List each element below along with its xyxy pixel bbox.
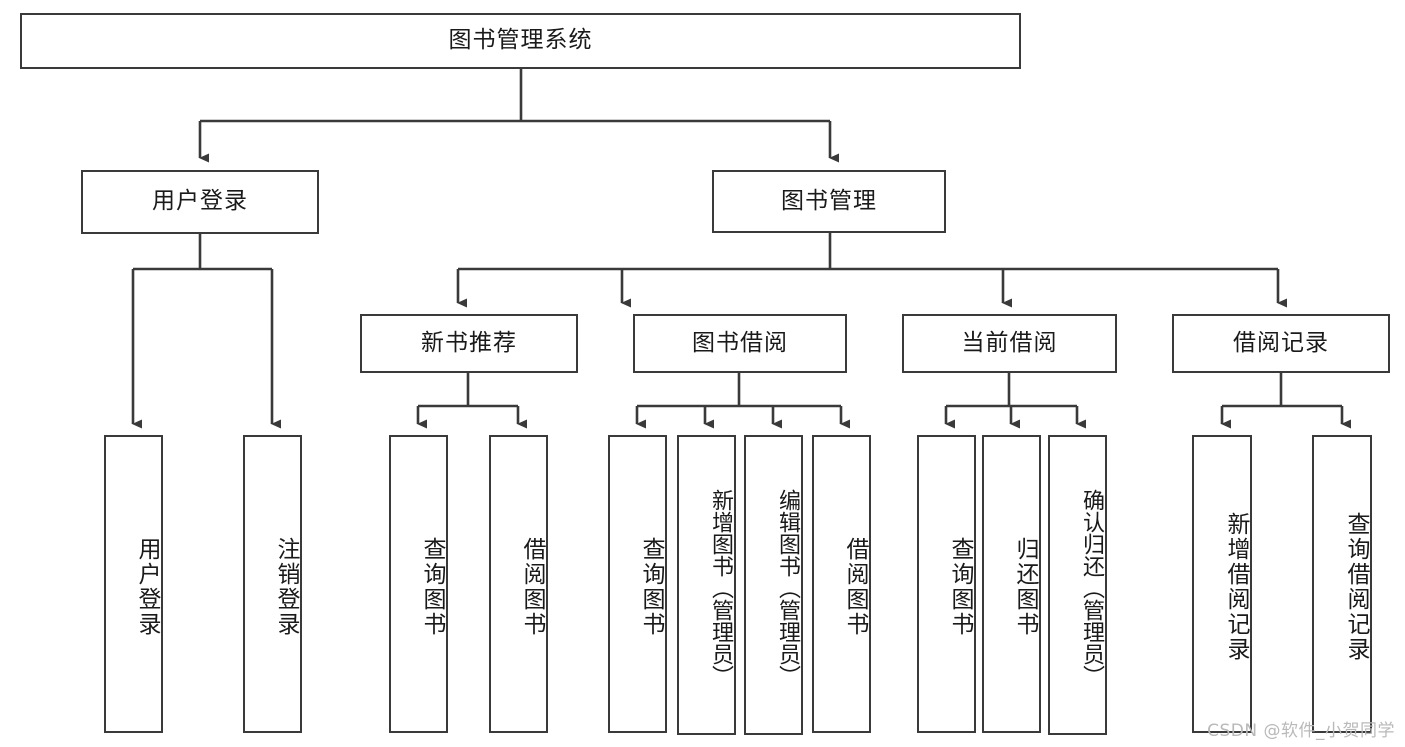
leaf-new-book-borrow-book[interactable]: 借阅图书 [489,435,548,733]
leaf-user-login-login[interactable]: 用户登录 [104,435,163,733]
leaf-new-book-query-book[interactable]: 查询图书 [389,435,448,733]
node-user-login[interactable]: 用户登录 [81,170,319,234]
leaf-book-borrow-query-book[interactable]: 查询图书 [608,435,667,733]
node-new-book-recommend[interactable]: 新书推荐 [360,314,578,373]
leaf-current-borrow-query-book[interactable]: 查询图书 [917,435,976,733]
leaf-current-borrow-return-book[interactable]: 归还图书 [982,435,1041,733]
leaf-borrow-record-add-record[interactable]: 新增借阅记录 [1192,435,1252,733]
node-book-management[interactable]: 图书管理 [712,170,946,233]
leaf-current-borrow-confirm-return-admin[interactable]: 确认归还（管理员） [1048,435,1107,735]
leaf-borrow-record-query-record[interactable]: 查询借阅记录 [1312,435,1372,733]
node-current-borrow[interactable]: 当前借阅 [902,314,1117,373]
node-root-system[interactable]: 图书管理系统 [20,13,1021,69]
leaf-user-login-logout[interactable]: 注销登录 [243,435,302,733]
node-borrow-record[interactable]: 借阅记录 [1172,314,1390,373]
node-book-borrow[interactable]: 图书借阅 [633,314,847,373]
leaf-book-borrow-add-book-admin[interactable]: 新增图书（管理员） [677,435,736,735]
leaf-book-borrow-edit-book-admin[interactable]: 编辑图书（管理员） [744,435,803,735]
leaf-book-borrow-borrow-book[interactable]: 借阅图书 [812,435,871,733]
